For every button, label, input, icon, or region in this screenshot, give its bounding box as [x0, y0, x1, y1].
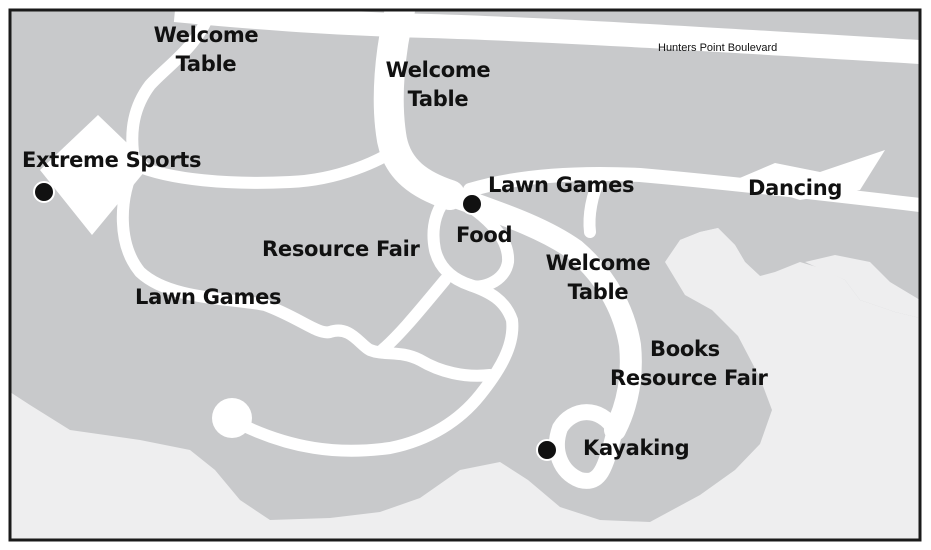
label-welcome-table-3: Welcome [546, 251, 651, 275]
label-welcome-table-1: Table [176, 52, 237, 76]
marker-kayaking [536, 439, 558, 461]
water-inlet [805, 255, 920, 318]
label-dancing: Dancing [748, 176, 842, 200]
water-inlet [680, 228, 760, 282]
label-food: Food [456, 223, 512, 247]
label-welcome-table-2: Table [408, 87, 469, 111]
map-border [8, 8, 922, 542]
marker-extreme-sports [33, 181, 55, 203]
marker-lawn-games-food [461, 193, 483, 215]
label-books: Books [650, 337, 720, 361]
path-end-circle [212, 398, 252, 438]
label-welcome-table-1: Welcome [154, 23, 259, 47]
label-resource-fair-1: Resource Fair [262, 237, 421, 261]
label-extreme-sports: Extreme Sports [22, 148, 201, 172]
land-main [10, 10, 920, 522]
label-welcome-table-3: Table [568, 280, 629, 304]
label-kayaking: Kayaking [583, 436, 689, 460]
label-lawn-games-bottom: Lawn Games [135, 285, 281, 309]
hunters-point-boulevard [173, 0, 921, 64]
label-welcome-table-2: Welcome [386, 58, 491, 82]
extreme-sports-pad [40, 115, 150, 235]
label-resource-fair-2: Resource Fair [610, 366, 769, 390]
street-label: Hunters Point Boulevard [658, 42, 777, 54]
dancing-pad [735, 150, 885, 200]
label-lawn-games-top: Lawn Games [488, 173, 634, 197]
